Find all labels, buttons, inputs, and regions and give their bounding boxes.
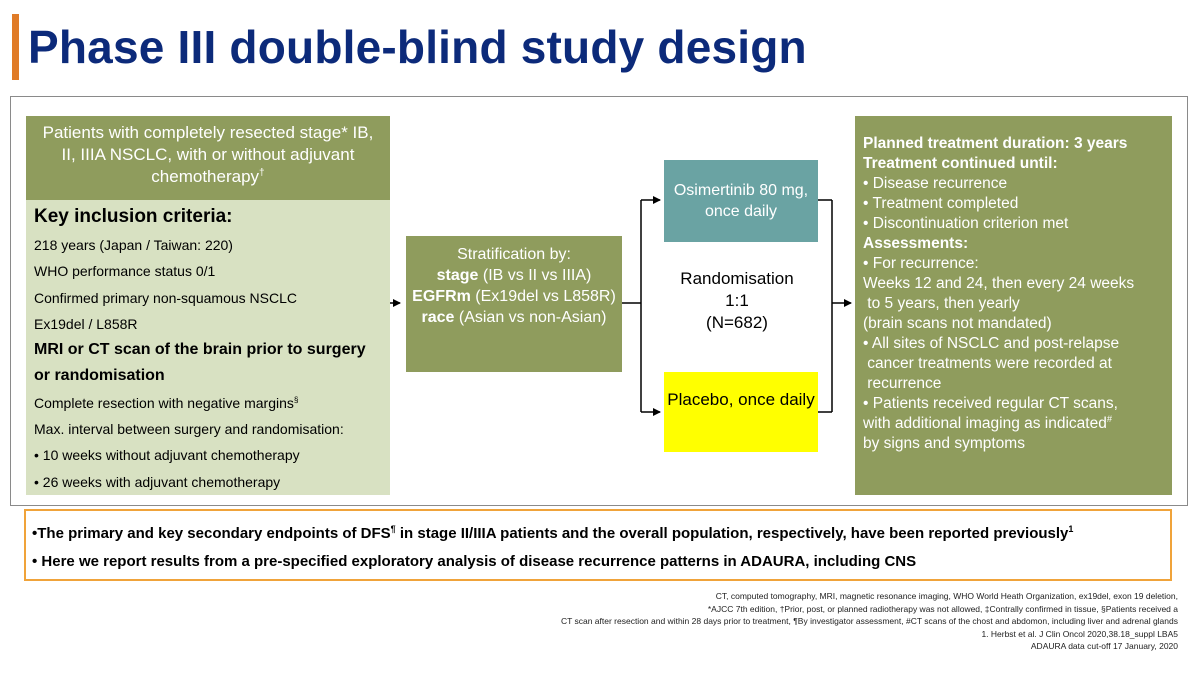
criteria-item: 218 years (Japan / Taiwan: 220) — [34, 237, 233, 253]
plan-assessments-heading: Assessments: — [863, 235, 969, 252]
patients-dagger: † — [259, 167, 265, 179]
randomisation-text: Randomisation — [680, 269, 794, 288]
plan-assessment-line: to 5 years, then yearly — [863, 295, 1020, 312]
plan-imaging-sup: # — [1106, 413, 1113, 424]
summary-note-2: • Here we report results from a pre-spec… — [32, 553, 917, 570]
note1-sup-pilcrow: ¶ — [390, 524, 396, 534]
footnotes: CT, computed tomography, MRI, magnetic r… — [400, 590, 1178, 653]
note1-text: •The primary and key secondary endpoints… — [32, 525, 391, 542]
patients-box: Patients with completely resected stage*… — [26, 116, 390, 200]
stratification-race-detail: (Asian vs non-Asian) — [454, 309, 607, 326]
note1-sup-ref: 1 — [1068, 524, 1074, 534]
criteria-item: WHO performance status 0/1 — [34, 263, 216, 280]
stratification-race-label: race — [421, 309, 455, 326]
plan-continued-heading: Treatment continued until: — [863, 155, 1058, 172]
placebo-arm-box: Placebo, once daily — [664, 372, 818, 452]
plan-imaging-line: with additional imaging as indicated# — [863, 414, 1164, 434]
note1-rest: in stage II/IIIA patients and the overal… — [395, 525, 1069, 542]
footnote-line: 1. Herbst et al. J Clin Oncol 2020,38.18… — [981, 628, 1178, 639]
stratification-box: Stratification by: stage (IB vs II vs II… — [406, 236, 622, 372]
plan-continued-item: • Discontinuation criterion met — [863, 215, 1069, 232]
footnote-line: CT, computed tomography, MRI, magnetic r… — [715, 591, 1178, 601]
criteria-resection-sup: § — [293, 394, 299, 405]
footnote-line: *AJCC 7th edition, †Prior, post, or plan… — [707, 603, 1178, 614]
randomisation-ratio: 1:1 — [725, 291, 749, 310]
plan-duration: Planned treatment duration: 3 years — [863, 135, 1128, 152]
plan-assessment-line: • All sites of NSCLC and post-relapse — [863, 335, 1120, 352]
stratification-line-stage: stage (IB vs II vs IIIA) — [410, 265, 618, 286]
stratification-stage-detail: (IB vs II vs IIIA) — [478, 267, 592, 284]
criteria-interval: Max. interval between surgery and random… — [34, 421, 344, 438]
criteria-brain-scan: MRI or CT scan of the brain prior to sur… — [34, 341, 366, 385]
summary-note-1: •The primary and key secondary endpoints… — [32, 520, 1164, 548]
stratification-stage-label: stage — [436, 267, 479, 284]
stratification-egfrm-label: EGFRm — [412, 288, 471, 305]
plan-assessment-line: • Patients received regular CT scans, — [863, 395, 1118, 412]
osimertinib-arm-label: Osimertinib 80 mg, once daily — [673, 182, 809, 220]
randomisation-label: Randomisation 1:1 (N=682) — [662, 268, 812, 334]
plan-continued-item: • Disease recurrence — [863, 175, 1008, 192]
plan-assessment-line: cancer treatments were recorded at — [863, 355, 1112, 372]
criteria-resection: Complete resection with negative margins… — [34, 390, 382, 416]
plan-assessment-line: • For recurrence: — [863, 255, 979, 272]
stratification-heading: Stratification by: — [457, 246, 571, 263]
diagram-frame — [10, 96, 1188, 506]
criteria-heading: Key inclusion criteria: — [34, 206, 233, 227]
osimertinib-arm-box: Osimertinib 80 mg, once daily — [664, 160, 818, 242]
plan-assessment-line: Weeks 12 and 24, then every 24 weeks — [863, 275, 1135, 292]
criteria-bullet: • 26 weeks with adjuvant chemotherapy — [34, 473, 281, 490]
footnote-line: CT scan after resection and within 28 da… — [560, 616, 1178, 627]
page-title: Phase III double-blind study design — [28, 21, 807, 73]
criteria-item: Confirmed primary non-squamous NSCLC — [34, 289, 297, 306]
plan-last-line: by signs and symptoms — [863, 435, 1025, 452]
criteria-item: Ex19del / L858R — [34, 315, 138, 332]
inclusion-criteria-box: Key inclusion criteria: 218 years (Japan… — [26, 200, 390, 495]
treatment-plan-box: Planned treatment duration: 3 years Trea… — [855, 116, 1172, 495]
title-accent-bar — [12, 14, 19, 80]
stratification-line-race: race (Asian vs non-Asian) — [410, 307, 618, 328]
plan-assessment-line: (brain scans not mandated) — [863, 315, 1052, 332]
randomisation-n: (N=682) — [706, 313, 768, 332]
criteria-bullet: • 10 weeks without adjuvant chemotherapy — [34, 447, 300, 464]
stratification-egfrm-detail: (Ex19del vs L858R) — [470, 288, 616, 305]
plan-continued-item: • Treatment completed — [863, 195, 1019, 212]
plan-imaging-text: with additional imaging as indicated — [863, 415, 1107, 432]
placebo-arm-label: Placebo, once daily — [667, 390, 815, 409]
criteria-resection-text: Complete resection with negative margins — [34, 394, 294, 411]
summary-notes-box: •The primary and key secondary endpoints… — [24, 509, 1172, 581]
stratification-line-egfrm: EGFRm (Ex19del vs L858R) — [410, 286, 618, 307]
patients-text: Patients with completely resected stage*… — [42, 123, 374, 186]
plan-assessment-line: recurrence — [863, 375, 942, 392]
footnote-line: ADAURA data cut-off 17 January, 2020 — [1030, 641, 1178, 652]
